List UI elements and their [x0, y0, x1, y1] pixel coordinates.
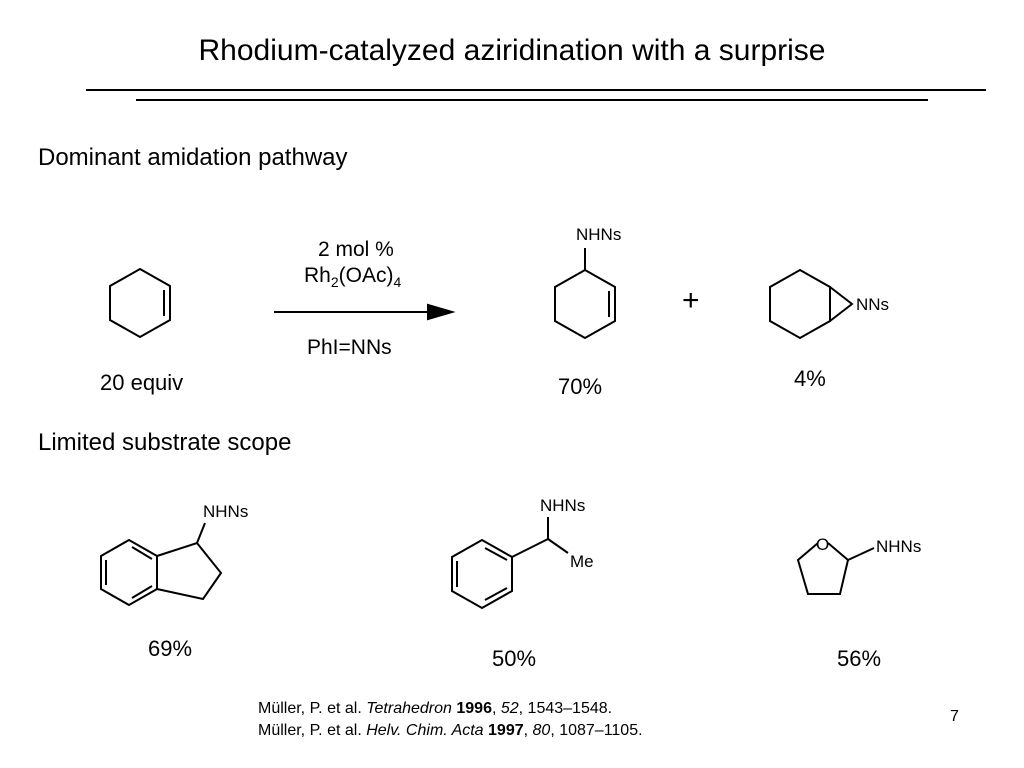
title-divider-top: [86, 89, 986, 91]
catalyst-loading: 2 mol %: [318, 238, 394, 261]
phenethyl-amide-structure: NHNs Me: [451, 496, 594, 610]
page-number: 7: [950, 708, 959, 725]
scope2-nhns-label: NHNs: [540, 496, 585, 515]
scope2-yield: 50%: [492, 646, 537, 671]
product1-yield: 70%: [558, 374, 603, 399]
scope1-nhns-label: NHNs: [203, 502, 248, 521]
thf-amide-structure: O NHNs: [796, 535, 921, 595]
reference-1: Müller, P. et al. Tetrahedron 1996, 52, …: [258, 700, 613, 717]
product2-nns-label: NNs: [856, 295, 889, 314]
reference-2: Müller, P. et al. Helv. Chim. Acta 1997,…: [258, 722, 643, 739]
scope3-nhns-label: NHNs: [876, 537, 921, 556]
reagent-label: PhI=NNs: [307, 336, 392, 359]
allylic-amide-structure: NHNs: [554, 225, 621, 340]
aziridine-structure: NNs: [769, 268, 889, 340]
scope1-yield: 69%: [148, 636, 193, 661]
plus-sign: +: [682, 284, 700, 317]
substrate-equiv-label: 20 equiv: [100, 370, 184, 395]
scope2-me-label: Me: [570, 552, 594, 571]
scope3-oxygen-label: O: [816, 535, 829, 554]
slide-title: Rhodium-catalyzed aziridination with a s…: [198, 34, 826, 67]
reaction-arrow: [274, 303, 456, 321]
product2-yield: 4%: [794, 366, 826, 391]
cyclohexene-structure: [109, 267, 171, 339]
section-heading-amidation: Dominant amidation pathway: [38, 144, 348, 171]
catalyst-formula: Rh2(OAc)4: [304, 264, 402, 291]
product1-nhns-label: NHNs: [576, 225, 621, 244]
indane-amide-structure: NHNs: [100, 502, 248, 607]
scope3-yield: 56%: [837, 646, 882, 671]
section-heading-scope: Limited substrate scope: [38, 429, 292, 456]
title-divider-bottom: [136, 99, 928, 101]
